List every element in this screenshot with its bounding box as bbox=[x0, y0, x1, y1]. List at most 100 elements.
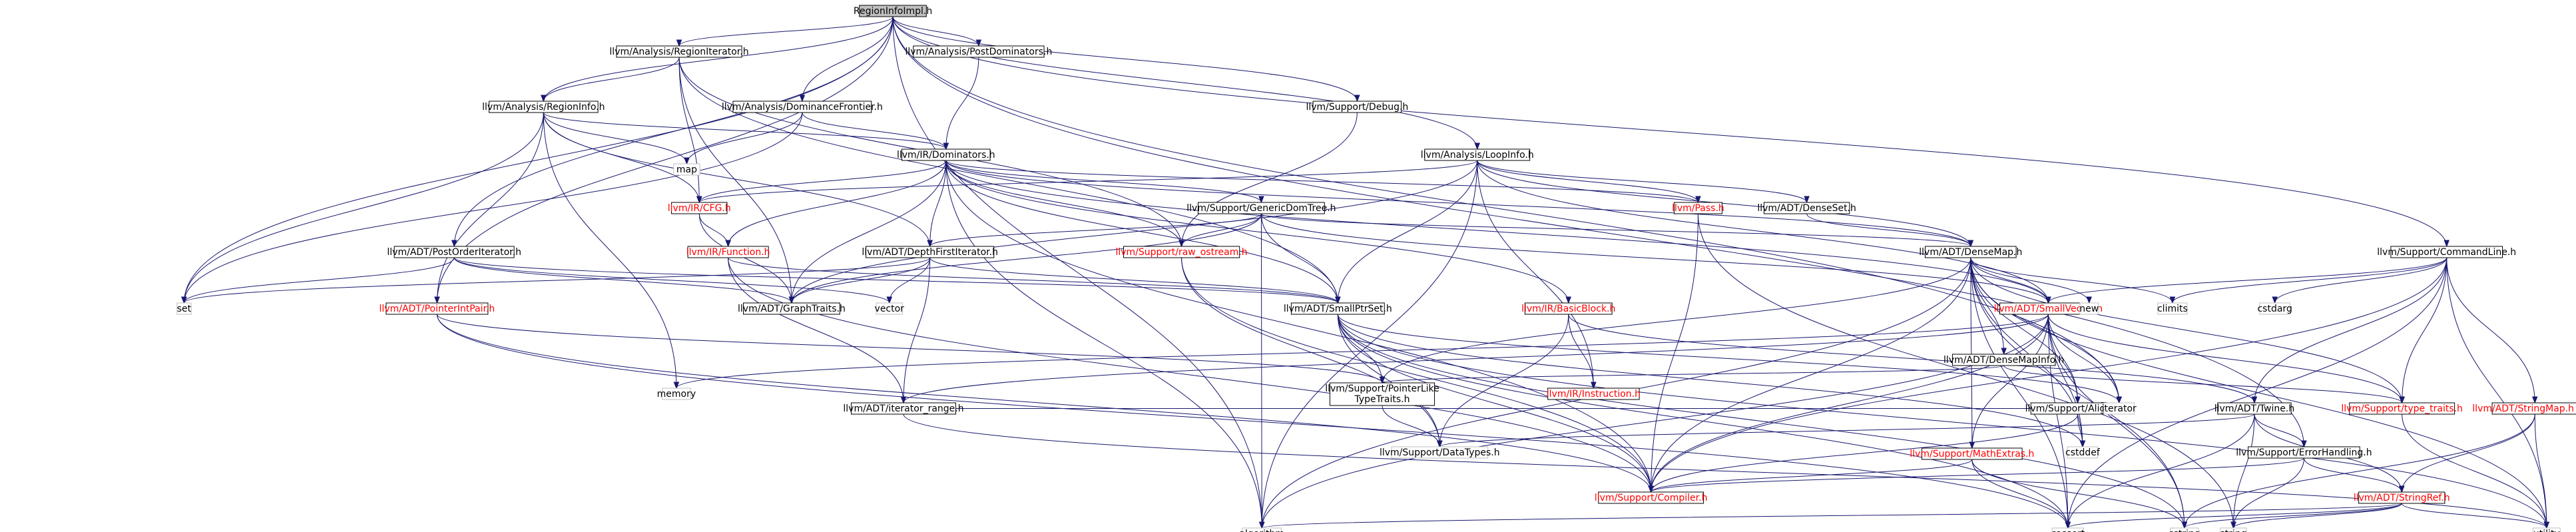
node-label: llvm/ADT/DenseMapInfo.h bbox=[1943, 355, 2064, 366]
node-llvm-ir-dominators-h[interactable]: llvm/IR/Dominators.h bbox=[897, 148, 995, 161]
edge-gendomtree-to-smallvector bbox=[1260, 213, 2049, 304]
node-llvm-support-raw-ostream-h[interactable]: llvm/Support/raw_ostream.h bbox=[1115, 246, 1248, 258]
node-label: llvm/ADT/DenseSet.h bbox=[1757, 203, 1856, 214]
edge-gendomtree-to-depthfirst bbox=[929, 213, 1262, 247]
edge-root-to-loopinfo bbox=[892, 16, 1478, 150]
edge-smallvector-to-iterrange bbox=[903, 314, 2049, 403]
node-box bbox=[2157, 302, 2188, 315]
node-llvm-support-errorhandling-h[interactable]: llvm/Support/ErrorHandling.h bbox=[2236, 446, 2372, 459]
edge-arrowhead bbox=[2251, 396, 2258, 404]
edge-arrowhead bbox=[943, 142, 949, 150]
node-cstdarg: cstdarg bbox=[2257, 302, 2292, 315]
edge-dominators-to-function bbox=[728, 160, 947, 247]
node-llvm-adt-smallptrset-h[interactable]: llvm/ADT/SmallPtrSet.h bbox=[1284, 302, 1392, 315]
edge-root-to-errorhandling bbox=[892, 16, 2304, 447]
node-label: llvm/ADT/PointerIntPair.h bbox=[380, 304, 495, 314]
node-regioninfoimpl-h[interactable]: RegionInfoImpl.h bbox=[854, 5, 932, 17]
edge-arrowhead bbox=[2079, 440, 2086, 448]
node-box bbox=[1242, 527, 1282, 532]
edge-cfg-to-function bbox=[698, 213, 729, 247]
edge-smallvector-to-iterator bbox=[2047, 314, 2120, 403]
node-llvm-ir-basicblock-h[interactable]: llvm/IR/BasicBlock.h bbox=[1521, 302, 1615, 315]
node-llvm-adt-densemap-h[interactable]: llvm/ADT/DenseMap.h bbox=[1919, 246, 2022, 258]
edge-regiter-to-cfg bbox=[678, 57, 700, 203]
edge-arrowhead bbox=[2399, 485, 2405, 493]
edge-gendomtree-to-rawostream bbox=[1181, 213, 1262, 247]
node-llvm-support-commandline-h[interactable]: llvm/Support/CommandLine.h bbox=[2377, 246, 2516, 258]
edge-debug-to-rawostream bbox=[1181, 112, 1358, 247]
node-box bbox=[859, 5, 927, 17]
node-label: llvm/IR/Dominators.h bbox=[897, 150, 995, 160]
node-box bbox=[687, 246, 769, 258]
edge-arrowhead bbox=[2532, 396, 2538, 404]
node-label: llvm/ADT/iterator_range.h bbox=[843, 403, 963, 414]
edge-dominators-to-cfg bbox=[698, 160, 947, 203]
node-llvm-support-debug-h[interactable]: llvm/Support/Debug.h bbox=[1306, 101, 1408, 113]
node-llvm-adt-denseset-h[interactable]: llvm/ADT/DenseSet.h bbox=[1757, 202, 1856, 214]
edge-dominators-to-graphtraits bbox=[791, 160, 947, 304]
edge-smallvector-to-cassert bbox=[2047, 314, 2069, 529]
node-box bbox=[1925, 246, 2017, 258]
graph-nodes: RegionInfoImpl.h llvm/Analysis/RegionIter… bbox=[176, 5, 2576, 532]
edge-densemap-to-new bbox=[1970, 257, 2090, 304]
node-llvm-adt-depthfirstiterator-h[interactable]: llvm/ADT/DepthFirstIterator.h bbox=[862, 246, 998, 258]
node-llvm-pass-h[interactable]: llvm/Pass.h bbox=[1672, 202, 1724, 214]
node-llvm-adt-stringmap-h[interactable]: llvm/ADT/StringMap.h bbox=[2472, 402, 2576, 415]
node-llvm-analysis-loopinfo-h[interactable]: llvm/Analysis/LoopInfo.h bbox=[1421, 148, 1534, 161]
node-llvm-support-genericdomtree-h[interactable]: llvm/Support/GenericDomTree.h bbox=[1186, 202, 1336, 214]
edge-arrowhead bbox=[676, 39, 682, 47]
edge-postorder-to-graphtraits bbox=[453, 257, 792, 304]
edge-arrowhead bbox=[2230, 521, 2236, 529]
edge-smallptrset-to-iterator bbox=[1337, 314, 2120, 403]
node-box bbox=[2170, 527, 2199, 532]
node-llvm-adt-densemapinfo-h[interactable]: llvm/ADT/DenseMapInfo.h bbox=[1943, 354, 2064, 366]
node-label: llvm/IR/BasicBlock.h bbox=[1521, 304, 1615, 314]
edge-cmdline-to-smallvector bbox=[2047, 257, 2447, 304]
node-llvm-analysis-dominancefrontier-h[interactable]: llvm/Analysis/DominanceFrontier.h bbox=[722, 101, 883, 113]
edge-gendomtree-to-graphtraits bbox=[791, 213, 1262, 304]
edge-arrowhead bbox=[1379, 376, 1386, 384]
node-llvm-adt-twine-h[interactable]: llvm/ADT/Twine.h bbox=[2214, 402, 2294, 415]
node-llvm-analysis-postdominators-h[interactable]: llvm/Analysis/PostDominators.h bbox=[905, 45, 1052, 58]
edge-gendomtree-to-smallptrset bbox=[1260, 213, 1338, 304]
edge-reginfo-to-memory bbox=[543, 112, 677, 389]
node-llvm-support-compiler-h[interactable]: llvm/Support/Compiler.h bbox=[1595, 491, 1708, 504]
node-llvm-ir-instruction-h[interactable]: llvm/IR/Instruction.h bbox=[1547, 388, 1641, 400]
edge-densemap-to-ptrliketraits bbox=[1382, 257, 1971, 384]
edge-twine-to-cassert bbox=[2067, 413, 2255, 529]
node-label: cstddef bbox=[2065, 447, 2101, 458]
edge-arrowhead bbox=[451, 240, 457, 248]
node-llvm-adt-stringref-h[interactable]: llvm/ADT/StringRef.h bbox=[2354, 491, 2450, 504]
node-box bbox=[393, 246, 515, 258]
edge-arrowhead bbox=[541, 95, 547, 103]
node-llvm-adt-iterator-range-h[interactable]: llvm/ADT/iterator_range.h bbox=[843, 402, 964, 415]
node-box bbox=[673, 163, 700, 176]
edge-alignof-to-compiler bbox=[1651, 413, 2079, 493]
node-box bbox=[489, 101, 599, 113]
edge-densemapinfo-to-typetraits bbox=[2003, 365, 2403, 403]
node-llvm-analysis-regioniterator-h[interactable]: llvm/Analysis/RegionIterator.h bbox=[609, 45, 749, 58]
edge-smallvector-to-cstring bbox=[2047, 314, 2185, 529]
node-llvm-ir-function-h[interactable]: llvm/IR/Function.h bbox=[686, 246, 770, 258]
node-llvm-ir-cfg-h[interactable]: llvm/IR/CFG.h bbox=[668, 202, 731, 214]
node-llvm-adt-smallvector-h[interactable]: llvm/ADT/SmallVector.h bbox=[1994, 302, 2103, 315]
edge-arrowhead bbox=[975, 39, 982, 47]
edge-basicblock-to-instruction bbox=[1568, 314, 1594, 389]
node-label: memory bbox=[657, 389, 696, 399]
node-llvm-adt-graphtraits-h[interactable]: llvm/ADT/GraphTraits.h bbox=[738, 302, 846, 315]
node-llvm-support-mathextras-h[interactable]: llvm/Support/MathExtras.h bbox=[1910, 447, 2034, 460]
edge-ptrintpair-to-ptrliketraits bbox=[436, 314, 1383, 384]
edge-loopinfo-to-smallptrset bbox=[1337, 160, 1478, 304]
node-box bbox=[2051, 527, 2085, 532]
edge-arrowhead bbox=[1591, 382, 1597, 390]
node-llvm-adt-pointerintpair-h[interactable]: llvm/ADT/PointerIntPair.h bbox=[380, 302, 495, 315]
node-llvm-support-type-traits-h[interactable]: llvm/Support/type_traits.h bbox=[2341, 402, 2463, 415]
node-label: llvm/Support/type_traits.h bbox=[2341, 403, 2463, 414]
node-llvm-adt-postorderiterator-h[interactable]: llvm/ADT/PostOrderIterator.h bbox=[387, 246, 521, 258]
edge-errorhandling-to-stringref bbox=[2303, 457, 2402, 493]
node-label: llvm/IR/CFG.h bbox=[668, 203, 731, 214]
node-label: llvm/Support/MathExtras.h bbox=[1910, 449, 2034, 459]
node-llvm-analysis-regioninfo-h[interactable]: llvm/Analysis/RegionInfo.h bbox=[482, 101, 605, 113]
edge-cmdline-to-typetraits bbox=[2402, 257, 2447, 403]
